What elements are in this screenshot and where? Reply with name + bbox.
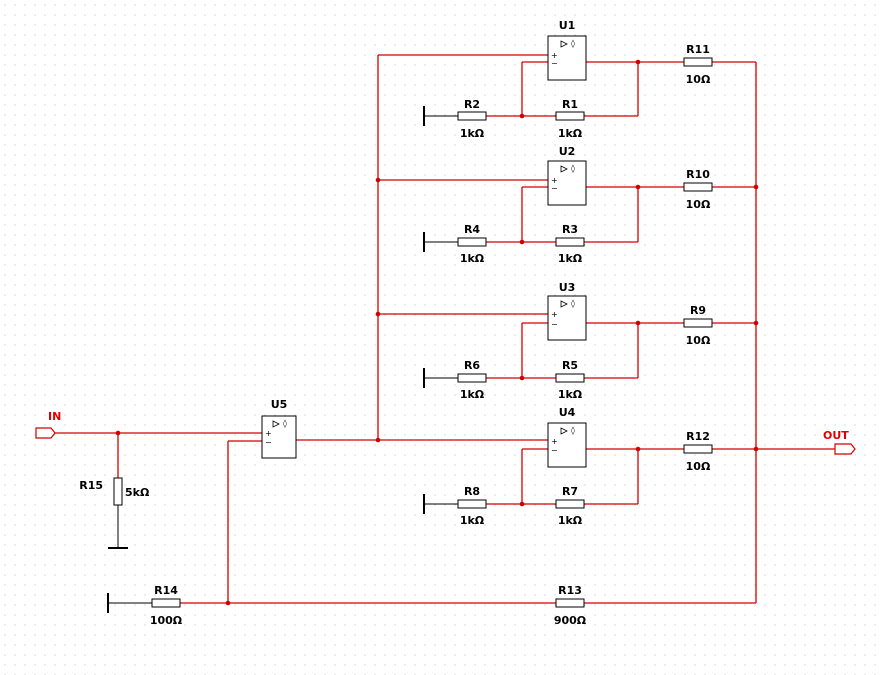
- resistor-value: 10Ω: [686, 73, 711, 86]
- resistor-label: R7: [562, 485, 578, 498]
- svg-text:+: +: [551, 51, 558, 60]
- output-port[interactable]: OUT: [823, 429, 856, 455]
- resistor-r6[interactable]: R6 1kΩ: [457, 359, 487, 401]
- resistor-label: R3: [562, 223, 578, 236]
- resistor-label: R14: [154, 584, 178, 597]
- svg-text:−: −: [551, 320, 558, 329]
- resistor-label: R1: [562, 98, 578, 111]
- resistor-r4[interactable]: R4 1kΩ: [457, 223, 487, 265]
- resistor-value: 1kΩ: [558, 127, 583, 140]
- resistor-r10[interactable]: R10 10Ω: [683, 168, 713, 211]
- resistor-r14[interactable]: R14 100Ω: [150, 584, 183, 627]
- resistor-label: R2: [464, 98, 480, 111]
- opamp-label: U5: [271, 398, 288, 411]
- resistor-label: R12: [686, 430, 710, 443]
- resistor-value: 1kΩ: [460, 252, 485, 265]
- junctions: [115, 59, 759, 606]
- resistor-label: R6: [464, 359, 480, 372]
- resistor-r1[interactable]: R1 1kΩ: [555, 98, 585, 140]
- svg-text:◊: ◊: [283, 419, 287, 428]
- resistor-label: R4: [464, 223, 480, 236]
- resistor-value: 1kΩ: [460, 514, 485, 527]
- svg-text:+: +: [551, 176, 558, 185]
- svg-text:◊: ◊: [571, 299, 575, 308]
- resistor-value: 1kΩ: [460, 127, 485, 140]
- input-port[interactable]: IN: [35, 410, 61, 439]
- input-port-label: IN: [48, 410, 61, 423]
- resistor-r3[interactable]: R3 1kΩ: [555, 223, 585, 265]
- opamp-u1[interactable]: ◊ + − U1: [547, 19, 587, 81]
- svg-text:◊: ◊: [571, 426, 575, 435]
- svg-text:+: +: [551, 437, 558, 446]
- svg-text:−: −: [265, 438, 272, 447]
- resistor-label: R13: [558, 584, 582, 597]
- resistor-value: 5kΩ: [125, 486, 150, 499]
- resistor-label: R10: [686, 168, 710, 181]
- resistor-r8[interactable]: R8 1kΩ: [457, 485, 487, 527]
- output-port-label: OUT: [823, 429, 849, 442]
- resistor-label: R5: [562, 359, 578, 372]
- resistor-value: 900Ω: [554, 614, 587, 627]
- opamp-label: U4: [559, 406, 576, 419]
- svg-text:−: −: [551, 59, 558, 68]
- resistor-r13[interactable]: R13 900Ω: [554, 584, 587, 627]
- resistor-value: 1kΩ: [558, 514, 583, 527]
- resistor-label: R9: [690, 304, 706, 317]
- resistor-value: 1kΩ: [558, 252, 583, 265]
- opamp-label: U1: [559, 19, 576, 32]
- resistor-value: 10Ω: [686, 460, 711, 473]
- resistor-value: 10Ω: [686, 334, 711, 347]
- resistor-r7[interactable]: R7 1kΩ: [555, 485, 585, 527]
- opamp-u4[interactable]: ◊ + − U4: [547, 406, 587, 468]
- svg-text:+: +: [265, 429, 272, 438]
- output-connector-icon[interactable]: [834, 443, 856, 455]
- svg-text:−: −: [551, 184, 558, 193]
- ground-symbols: [107, 106, 425, 613]
- resistor-value: 100Ω: [150, 614, 183, 627]
- resistor-r12[interactable]: R12 10Ω: [683, 430, 713, 473]
- opamp-u3[interactable]: ◊ + − U3: [547, 281, 587, 341]
- wires: [55, 54, 835, 604]
- resistor-r9[interactable]: R9 10Ω: [683, 304, 713, 347]
- resistor-r15[interactable]: R15 5kΩ: [79, 477, 150, 506]
- svg-text:◊: ◊: [571, 164, 575, 173]
- resistor-label: R15: [79, 479, 103, 492]
- resistor-r5[interactable]: R5 1kΩ: [555, 359, 585, 401]
- resistor-value: 1kΩ: [558, 388, 583, 401]
- resistor-label: R11: [686, 43, 710, 56]
- opamp-label: U2: [559, 145, 576, 158]
- input-connector-icon[interactable]: [35, 427, 56, 439]
- resistor-label: R8: [464, 485, 480, 498]
- opamp-u5[interactable]: ◊ + − U5: [261, 398, 297, 459]
- opamp-u2[interactable]: ◊ + − U2: [547, 145, 587, 206]
- resistor-r2[interactable]: R2 1kΩ: [457, 98, 487, 140]
- svg-text:−: −: [551, 446, 558, 455]
- resistor-value: 10Ω: [686, 198, 711, 211]
- resistor-value: 1kΩ: [460, 388, 485, 401]
- opamp-label: U3: [559, 281, 576, 294]
- svg-text:+: +: [551, 310, 558, 319]
- svg-text:◊: ◊: [571, 39, 575, 48]
- resistor-r11[interactable]: R11 10Ω: [683, 43, 713, 86]
